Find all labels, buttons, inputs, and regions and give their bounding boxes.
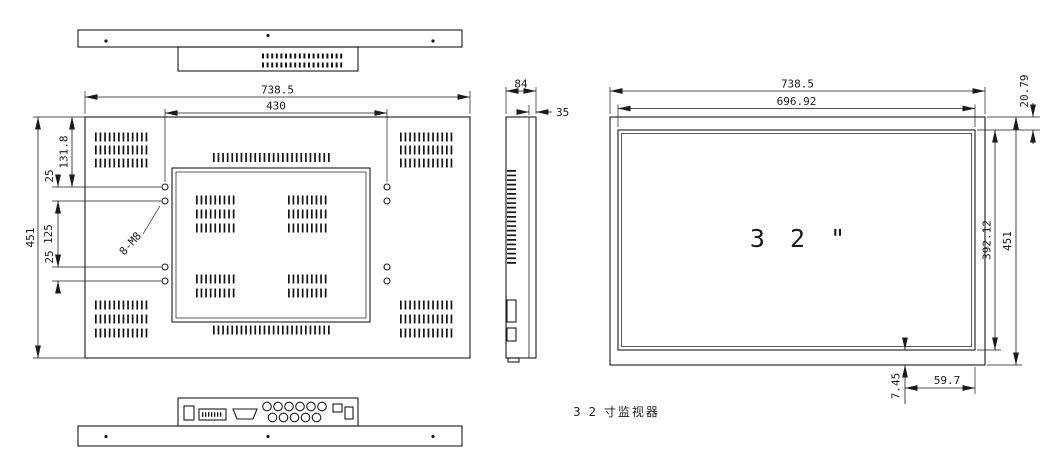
dim-side-depth-overall-label: 84	[514, 78, 528, 91]
drawing-caption: 3 2 寸监视器	[573, 404, 660, 419]
rear-vent-grilles	[95, 132, 455, 338]
dim-rear-height-overall: 451	[24, 117, 41, 358]
dim-rear-width-overall-label: 738.5	[261, 84, 294, 97]
top-view-chassis	[77, 29, 463, 48]
dim-rear-hole-gap-lower: 25	[43, 250, 61, 294]
bnc-connectors-icon	[262, 401, 327, 423]
top-view	[77, 29, 463, 72]
screw-mark-icon	[266, 434, 270, 439]
dim-front-screen-height-label: 392.12	[981, 220, 994, 260]
screen-size-label: 3 2 "	[750, 224, 850, 253]
dim-front-screen-width: 696.92	[617, 95, 976, 127]
switch-icon	[332, 403, 343, 413]
screen-inner-line	[621, 133, 972, 347]
screw-mark-icon	[104, 434, 108, 439]
bottom-view-chassis	[77, 425, 463, 447]
side-view-outline	[505, 116, 537, 359]
dvi-port-icon	[198, 408, 227, 421]
dim-rear-hole-gap-middle-label: 125	[42, 224, 55, 244]
screw-mark-icon	[104, 39, 108, 43]
thread-callout: 8-M8	[117, 205, 161, 258]
side-connector-bump	[506, 299, 517, 323]
dim-front-bezel-top-label: 20.79	[1018, 74, 1031, 107]
screw-mark-icon	[431, 39, 435, 43]
rear-view: 738.5 430 451 131.8 25	[24, 84, 471, 359]
dim-rear-width-overall: 738.5	[84, 84, 471, 114]
vesa-plate-outline	[171, 167, 371, 323]
top-view-bracket	[177, 46, 359, 72]
dim-rear-top-to-hole: 131.8	[58, 117, 75, 187]
mounting-holes	[161, 183, 391, 285]
side-connector-bump	[506, 327, 517, 342]
screen-outline	[617, 129, 976, 351]
front-bezel-outline	[609, 116, 986, 366]
front-view: 3 2 " 738.5 696.92 20.79 392.1	[609, 74, 1040, 404]
screw-mark-icon	[266, 33, 270, 38]
vesa-plate-vents	[196, 195, 328, 298]
dim-front-corner-offset-label: 59.7	[934, 374, 961, 387]
vesa-plate-inner-line	[175, 171, 367, 319]
dim-side-depth-overall: 84	[505, 78, 537, 114]
dim-rear-hole-span-label: 430	[266, 100, 286, 113]
dim-rear-height-overall-label: 451	[24, 228, 37, 248]
dim-rear-hole-span: 430	[164, 100, 388, 182]
dim-front-screen-height: 392.12	[981, 130, 998, 350]
dim-front-width-overall-label: 738.5	[781, 78, 814, 91]
vga-port-icon	[232, 408, 258, 420]
dim-rear-hole-gap-lower-label: 25	[43, 250, 56, 263]
dim-rear-hole-gap-upper-label: 25	[43, 169, 56, 182]
power-inlet-icon	[183, 405, 195, 421]
dim-front-bezel-bottom-label: 7.45	[890, 373, 903, 400]
dim-front-bezel-bottom: 7.45	[890, 337, 908, 404]
side-view: 84 35	[505, 78, 569, 363]
dim-front-height-overall-label: 451	[1001, 231, 1014, 251]
dim-front-bezel-top: 20.79	[1018, 74, 1036, 144]
screw-mark-icon	[431, 434, 435, 439]
rear-panel-outline	[84, 116, 471, 359]
side-foot	[507, 357, 520, 363]
dim-rear-hole-gap-upper: 25	[43, 169, 61, 214]
dim-side-bezel-depth-label: 35	[556, 106, 569, 119]
thread-callout-label: 8-M8	[117, 229, 144, 257]
dim-side-bezel-depth: 35	[516, 105, 569, 119]
dim-front-corner-offset: 59.7	[905, 367, 976, 394]
dim-front-screen-width-label: 696.92	[777, 95, 817, 108]
dim-rear-top-to-hole-label: 131.8	[58, 135, 71, 168]
io-slot-icon	[344, 406, 354, 420]
dim-front-width-overall: 738.5	[609, 78, 986, 114]
connector-cluster	[183, 401, 354, 423]
bottom-view	[77, 397, 463, 447]
dim-front-height-overall: 451	[1001, 117, 1019, 365]
